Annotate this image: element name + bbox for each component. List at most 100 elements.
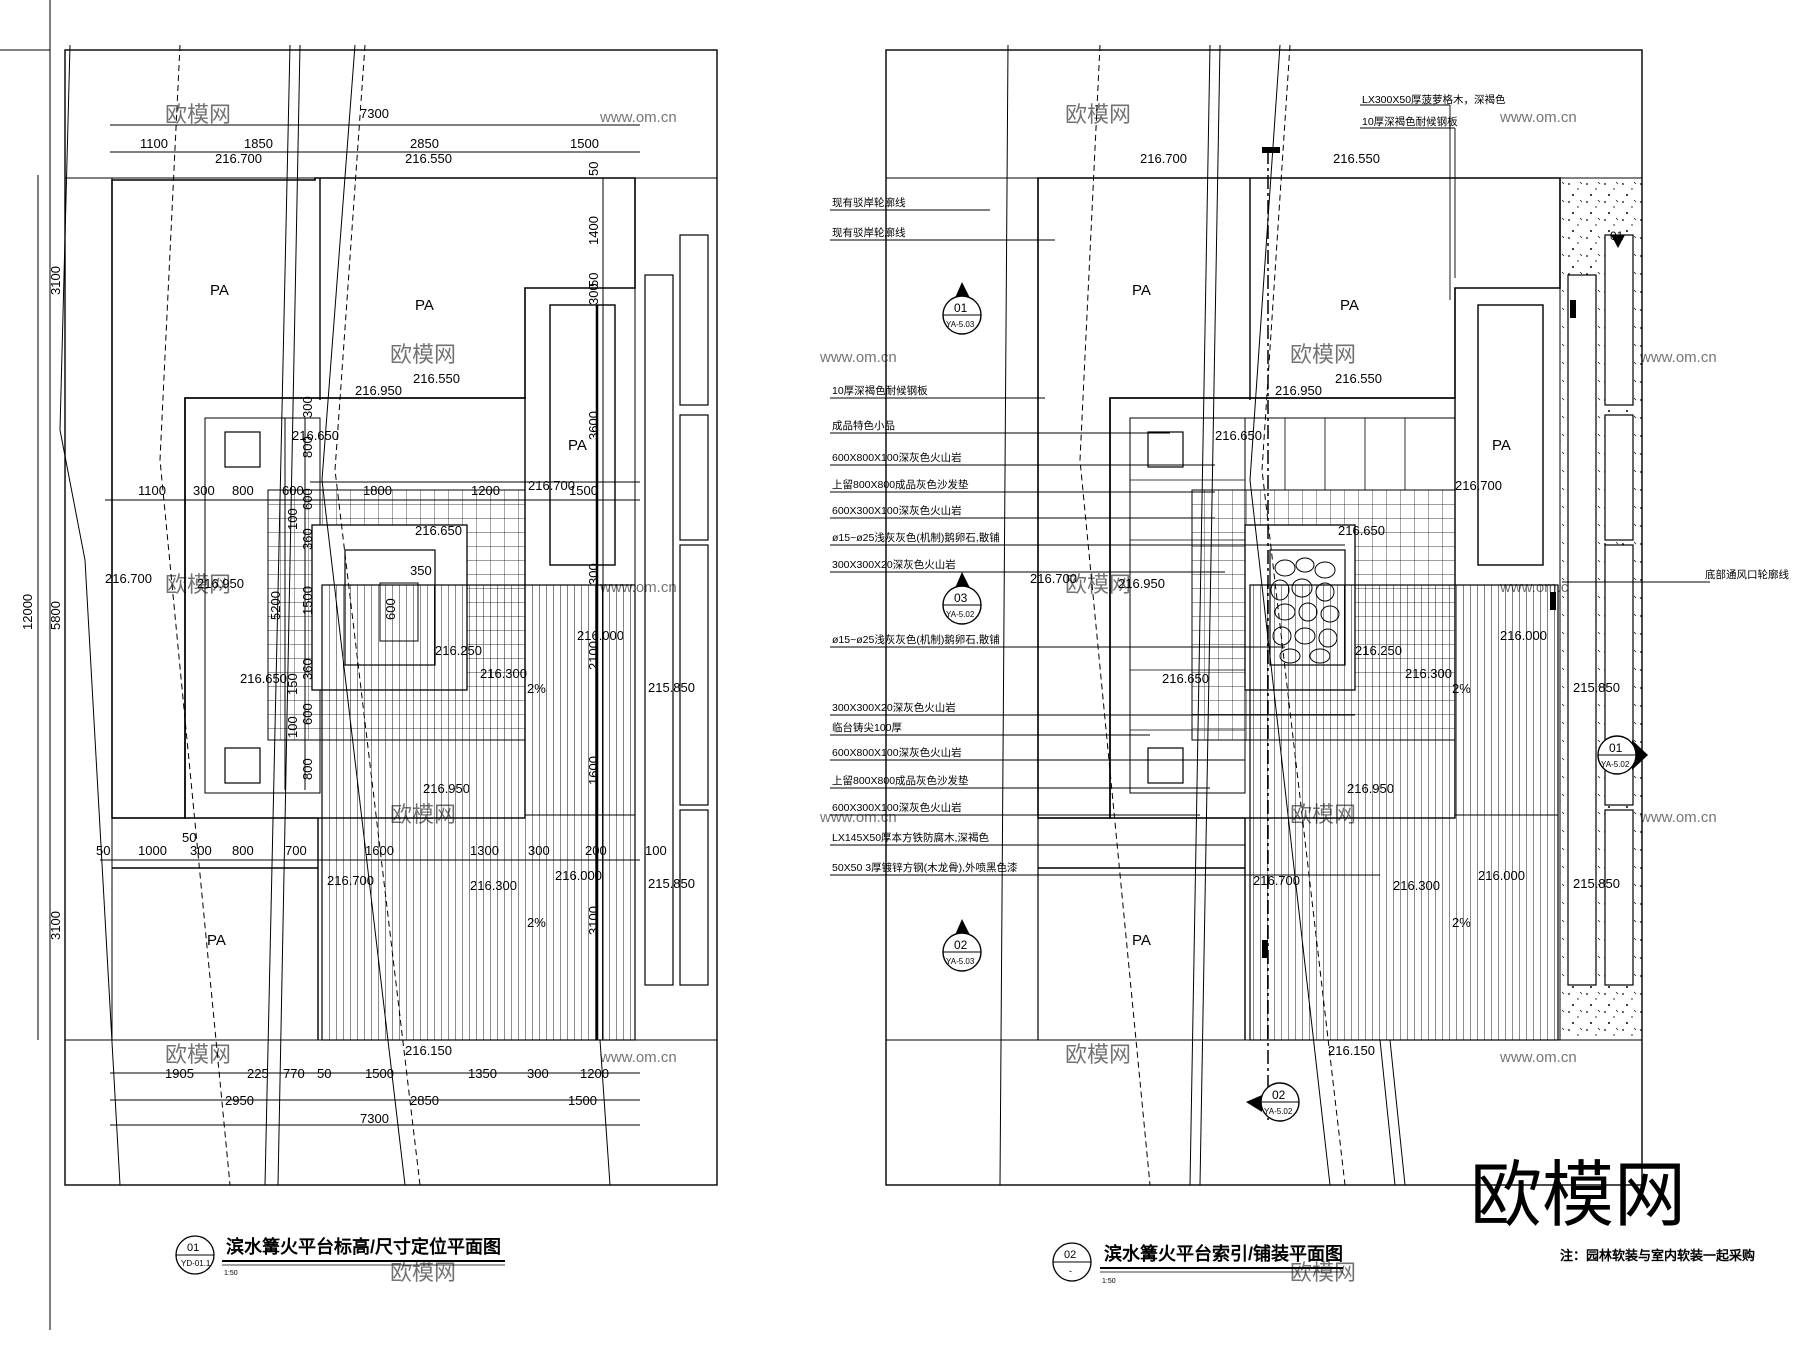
level: 216.150 — [1328, 1043, 1375, 1058]
dim-mid: 1500 — [569, 483, 598, 498]
plan1-title-block: 01 YD-01.1 滨水篝火平台标高/尺寸定位平面图 1:50 — [175, 1235, 505, 1277]
watermark-text: 欧模网 — [165, 572, 231, 597]
level: 216.950 — [355, 383, 402, 398]
plan2-title-block: 02 - 滨水篝火平台索引/铺装平面图 1:50 — [1052, 1242, 1343, 1285]
dim-mid: 1100 — [138, 483, 166, 498]
dim-mid: 300 — [193, 483, 215, 498]
area-label: PA — [568, 437, 587, 454]
callout: 600X800X100深灰色火山岩 — [832, 746, 962, 759]
dim-right: 50 — [586, 162, 601, 176]
dim-top: 2850 — [410, 136, 439, 151]
watermark-text: 欧模网 — [1065, 1042, 1131, 1067]
dim-bottom: 2950 — [225, 1093, 254, 1108]
callout: ø15~ø25浅灰灰色(机制)鹅卵石,散铺 — [832, 531, 1000, 544]
area-label: PA — [210, 282, 229, 299]
callout: LX300X50厚菠萝格木，深褐色 — [1362, 93, 1506, 106]
level-labels: 216.700 216.550 216.950 216.550 216.650 … — [1030, 151, 1620, 1058]
dim-left: 5800 — [48, 601, 63, 630]
dim-bottom: 1500 — [568, 1093, 597, 1108]
dim-top: 1850 — [244, 136, 273, 151]
section-marker-02-a: 02 YA-5.03 — [942, 919, 982, 972]
watermark-text: 欧模网 — [1065, 572, 1131, 597]
dim-inner: 360 — [300, 528, 315, 550]
level: 216.650 — [1215, 428, 1262, 443]
dim-inner: 600 — [300, 488, 315, 510]
level: 216.300 — [1393, 878, 1440, 893]
plan1-tag-ref: YD-01.1 — [181, 1259, 211, 1268]
section-marker-01-d: 01 — [1610, 229, 1624, 243]
level: 216.000 — [1500, 628, 1547, 643]
callout: 600X300X100深灰色火山岩 — [832, 504, 962, 517]
callout: 10厚深褐色耐候钢板 — [832, 384, 928, 397]
dim-bottom: 50 — [317, 1066, 331, 1081]
dim-right: 1400 — [586, 216, 601, 245]
level: 216.550 — [1333, 151, 1380, 166]
dim-right: 300 — [586, 563, 601, 585]
dim-low: 1600 — [365, 843, 394, 858]
dim-low: 1000 — [138, 843, 167, 858]
watermark-text: 欧模网 — [1290, 342, 1356, 367]
watermark-text: 欧模网 — [1290, 1260, 1356, 1285]
dim-inner: 800 — [300, 758, 315, 780]
dim-bottom-total: 7300 — [360, 1111, 389, 1126]
dim-top-total: 7300 — [360, 106, 389, 121]
section-no: 02 — [954, 938, 968, 952]
area-label: PA — [1340, 297, 1359, 314]
section-ref: YA-5.02 — [1264, 1107, 1293, 1116]
callout: 上留800X800成品灰色沙发垫 — [832, 478, 969, 491]
section-no: 01 — [1610, 229, 1624, 243]
dim-bottom: 1500 — [365, 1066, 394, 1081]
section-marker-01-c: 01 YA-5.02 — [1597, 735, 1648, 775]
plan2-title: 滨水篝火平台索引/铺装平面图 — [1104, 1243, 1343, 1264]
level: 216.700 — [528, 478, 575, 493]
dim-bottom: 1350 — [468, 1066, 497, 1081]
plan2-scale: 1:50 — [1102, 1278, 1116, 1285]
callout: 现有驳岸轮廓线 — [832, 226, 906, 239]
dim-low: 300 — [528, 843, 550, 858]
dim-inner: 600 — [383, 598, 398, 620]
watermark-text: 欧模网 — [390, 1260, 456, 1285]
section-no: 01 — [954, 301, 968, 315]
area-label: PA — [1132, 932, 1151, 949]
slope: 2% — [527, 915, 546, 930]
dim-mid: 1200 — [471, 483, 500, 498]
callout: 50X50 3厚镀锌方钢(木龙骨),外喷黑色漆 — [832, 861, 1018, 874]
level: 216.700 — [215, 151, 262, 166]
level-labels: 216.700 216.550 216.950 216.550 216.650 … — [105, 151, 695, 1058]
level: 216.000 — [1478, 868, 1525, 883]
level: 216.650 — [292, 428, 339, 443]
watermark-url: www.om.cn — [599, 1049, 677, 1066]
level: 216.950 — [1275, 383, 1322, 398]
section-ref: YA-5.03 — [946, 320, 975, 329]
level: 215.850 — [1573, 876, 1620, 891]
level: 216.650 — [415, 523, 462, 538]
callout: 成品特色小品 — [832, 419, 895, 432]
callout: 底部通风口轮廓线 — [1705, 568, 1789, 581]
dim-inner: 300 — [300, 396, 315, 418]
level: 216.000 — [577, 628, 624, 643]
level: 216.700 — [1253, 873, 1300, 888]
dim-bottom: 2850 — [410, 1093, 439, 1108]
level: 216.950 — [1347, 781, 1394, 796]
level: 216.700 — [105, 571, 152, 586]
callout: 300X300X20深灰色火山岩 — [832, 701, 956, 714]
dim-left: 3100 — [48, 266, 63, 295]
dim-bottom: 770 — [283, 1066, 305, 1081]
level: 216.950 — [423, 781, 470, 796]
section-ref: YA-5.02 — [946, 610, 975, 619]
level: 216.150 — [405, 1043, 452, 1058]
level: 216.950 — [197, 576, 244, 591]
plan1-tag-no: 01 — [187, 1242, 199, 1254]
dim-inner: 360 — [300, 658, 315, 680]
dim-right: 3600 — [586, 411, 601, 440]
watermark-url: www.om.cn — [599, 109, 677, 126]
dim-inner: 100 — [285, 508, 300, 530]
dim-right: 300 — [586, 283, 601, 305]
watermark-text: 欧模网 — [165, 102, 231, 127]
level: 216.250 — [435, 643, 482, 658]
dim-low: 100 — [645, 843, 667, 858]
dim-right: 2100 — [586, 641, 601, 670]
callout: 600X300X100深灰色火山岩 — [832, 801, 962, 814]
area-label: PA — [207, 932, 226, 949]
